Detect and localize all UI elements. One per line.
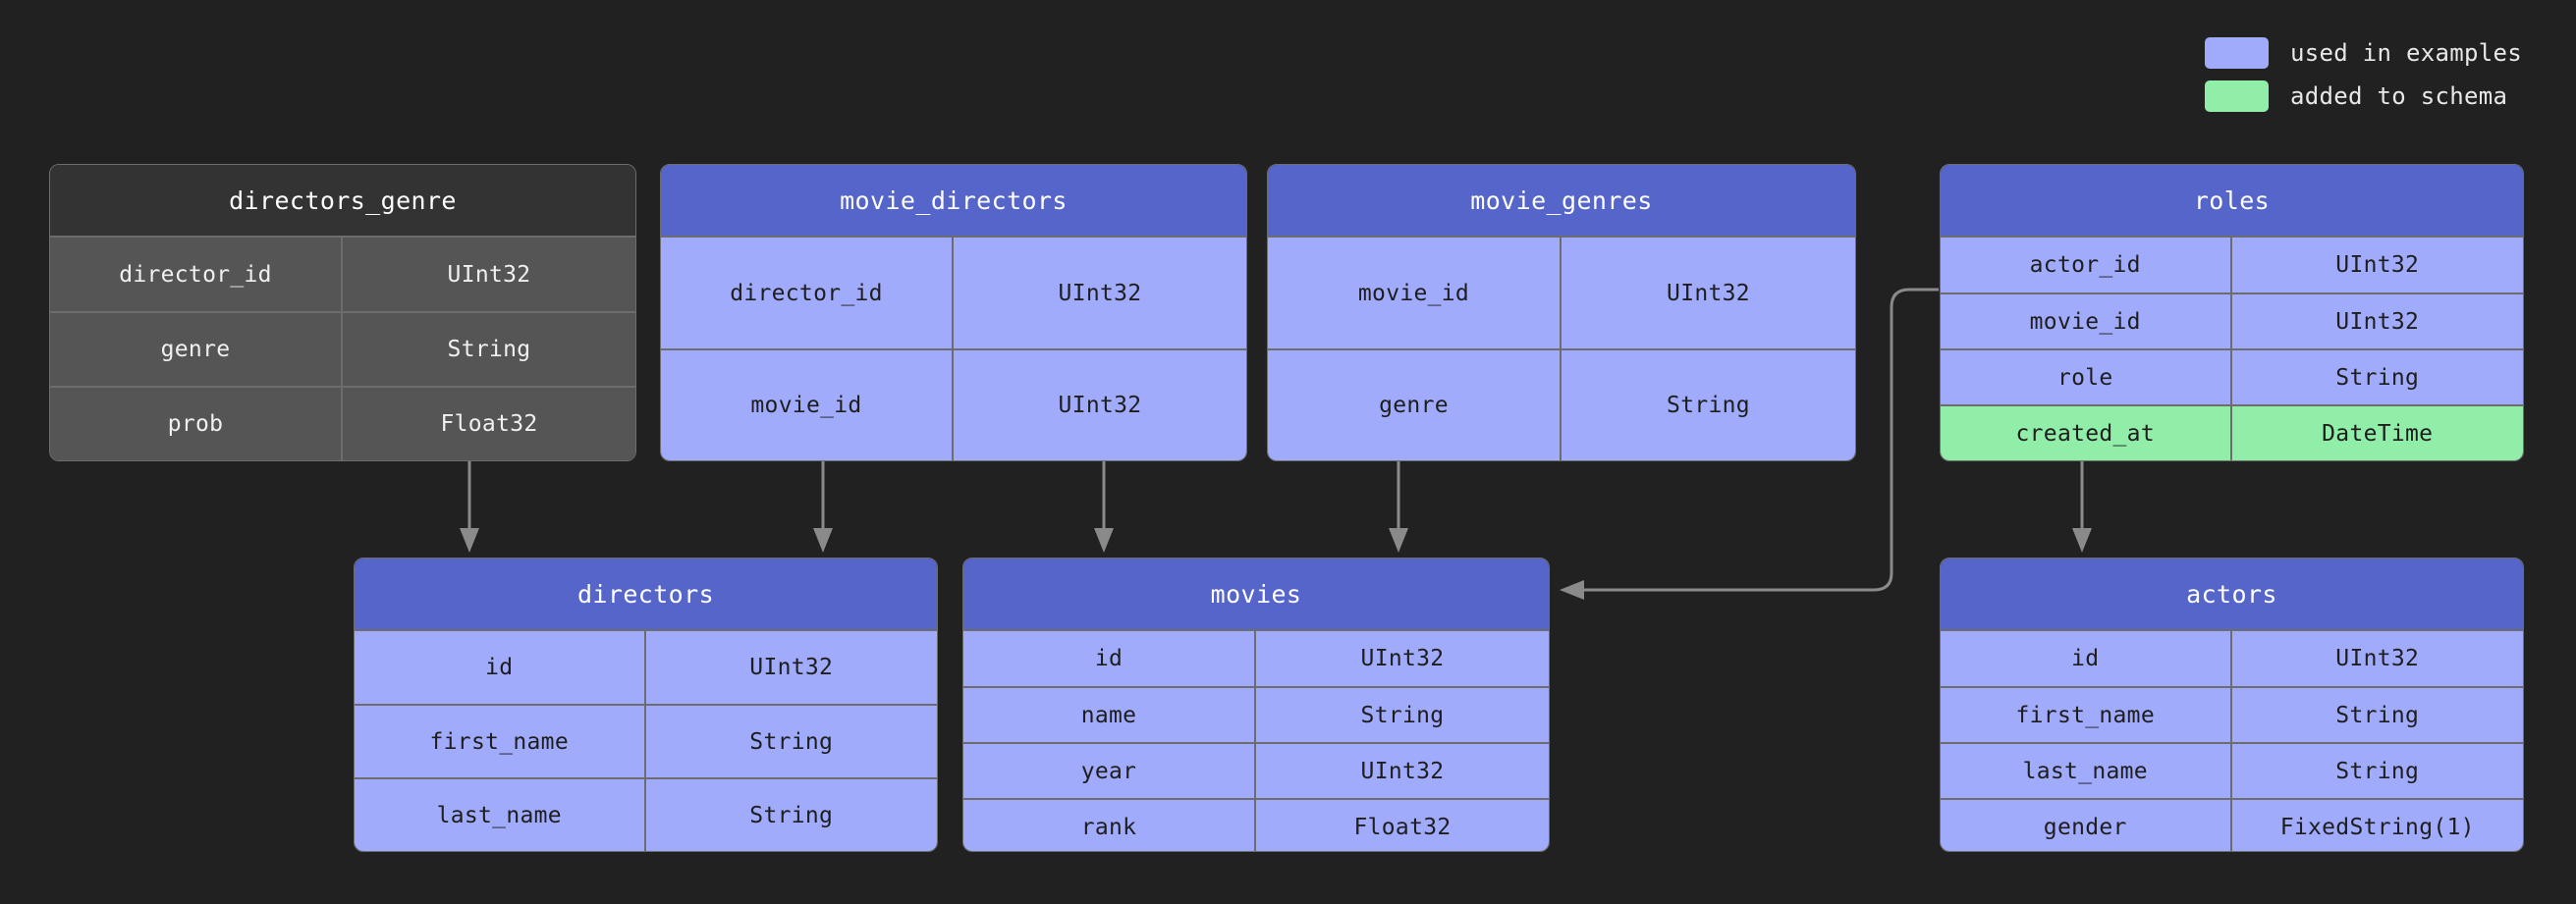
column-name: actor_id — [1941, 238, 2232, 292]
column-type: String — [2335, 702, 2420, 728]
column-type: UInt32 — [749, 655, 834, 680]
column-name: last_name — [1941, 744, 2232, 798]
column-name: role — [1941, 350, 2232, 404]
table-row[interactable]: director_id UInt32 — [50, 236, 635, 311]
column-name: id — [963, 631, 1256, 686]
column-type: UInt32 — [2335, 252, 2420, 278]
table-title: roles — [1941, 165, 2523, 236]
table-row[interactable]: id UInt32 — [355, 629, 937, 704]
connector-directors_genre-directors — [460, 461, 479, 553]
column-type: String — [2335, 758, 2420, 784]
table-row[interactable]: genre String — [50, 311, 635, 386]
table-title: movies — [963, 558, 1549, 629]
column-name: year — [963, 744, 1256, 798]
table-row[interactable]: movie_id UInt32 — [1941, 292, 2523, 348]
column-name: first_name — [355, 706, 646, 777]
legend-label: used in examples — [2290, 39, 2522, 67]
table-title: directors — [355, 558, 937, 629]
column-name: movie_id — [1941, 294, 2232, 348]
table-title: actors — [1941, 558, 2523, 629]
table-row[interactable]: first_name String — [355, 704, 937, 777]
table-row[interactable]: first_name String — [1941, 686, 2523, 742]
column-type: String — [447, 337, 531, 362]
column-type: Float32 — [1353, 814, 1452, 840]
table-row[interactable]: id UInt32 — [1941, 629, 2523, 686]
column-name: id — [355, 631, 646, 704]
color-swatch-icon — [2205, 80, 2269, 112]
connector-movie_directors-directors — [813, 461, 833, 553]
column-name: last_name — [355, 779, 646, 851]
table-row[interactable]: movie_id UInt32 — [1268, 236, 1855, 348]
table-row[interactable]: movie_id UInt32 — [661, 348, 1246, 460]
table-row[interactable]: director_id UInt32 — [661, 236, 1246, 348]
column-name: director_id — [661, 238, 954, 348]
table-title: directors_genre — [50, 165, 635, 236]
table-movie_directors[interactable]: movie_directors director_id UInt32 movie… — [660, 164, 1247, 461]
column-type: DateTime — [2322, 420, 2434, 447]
connector-roles-actors — [2072, 461, 2092, 553]
table-movie_genres[interactable]: movie_genres movie_id UInt32 genre Strin… — [1267, 164, 1856, 461]
column-type: UInt32 — [447, 261, 531, 288]
column-type: Float32 — [440, 411, 538, 437]
table-row[interactable]: id UInt32 — [963, 629, 1549, 686]
table-row[interactable]: rank Float32 — [963, 798, 1549, 851]
table-roles[interactable]: roles actor_id UInt32 movie_id UInt32 ro… — [1940, 164, 2524, 461]
column-type: UInt32 — [1360, 646, 1445, 671]
connector-movie_genres-movies — [1389, 461, 1408, 553]
column-name: movie_id — [1268, 238, 1562, 348]
table-actors[interactable]: actors id UInt32 first_name String last_… — [1940, 558, 2524, 852]
column-name: genre — [1268, 350, 1562, 460]
column-type: String — [1667, 393, 1750, 418]
column-type: String — [749, 728, 834, 755]
table-directors[interactable]: directors id UInt32 first_name String la… — [354, 558, 938, 852]
connector-movie_directors-movies — [1094, 461, 1114, 553]
column-type: FixedString(1) — [2279, 814, 2475, 840]
column-type: String — [1360, 702, 1445, 728]
column-name: gender — [1941, 800, 2232, 851]
table-row[interactable]: last_name String — [1941, 742, 2523, 798]
table-row[interactable]: gender FixedString(1) — [1941, 798, 2523, 851]
legend-item-used-in-examples: used in examples — [2205, 37, 2522, 69]
column-name: created_at — [1941, 406, 2232, 460]
column-type: UInt32 — [1058, 393, 1142, 418]
table-row[interactable]: actor_id UInt32 — [1941, 236, 2523, 292]
column-name: first_name — [1941, 688, 2232, 742]
table-row[interactable]: genre String — [1268, 348, 1855, 460]
color-swatch-icon — [2205, 37, 2269, 69]
table-row[interactable]: prob Float32 — [50, 386, 635, 460]
table-directors_genre[interactable]: directors_genre director_id UInt32 genre… — [49, 164, 636, 461]
column-name: rank — [963, 800, 1256, 851]
legend-item-added-to-schema: added to schema — [2205, 80, 2522, 112]
column-type: UInt32 — [1360, 758, 1445, 784]
table-row[interactable]: name String — [963, 686, 1549, 742]
column-type: UInt32 — [1058, 280, 1142, 306]
table-row-highlighted[interactable]: created_at DateTime — [1941, 404, 2523, 460]
legend: used in examples added to schema — [2205, 37, 2522, 112]
table-movies[interactable]: movies id UInt32 name String year UInt32… — [962, 558, 1550, 852]
column-name: movie_id — [661, 350, 954, 460]
column-name: genre — [50, 313, 343, 386]
column-name: prob — [50, 388, 343, 460]
table-row[interactable]: last_name String — [355, 777, 937, 851]
column-name: id — [1941, 631, 2232, 686]
table-row[interactable]: role String — [1941, 348, 2523, 404]
column-type: UInt32 — [2335, 646, 2420, 671]
column-name: name — [963, 688, 1256, 742]
column-type: String — [2335, 364, 2420, 391]
table-row[interactable]: year UInt32 — [963, 742, 1549, 798]
column-type: UInt32 — [2335, 308, 2420, 335]
column-type: UInt32 — [1667, 280, 1750, 306]
legend-label: added to schema — [2290, 82, 2508, 110]
table-title: movie_directors — [661, 165, 1246, 236]
column-name: director_id — [50, 238, 343, 311]
table-title: movie_genres — [1268, 165, 1855, 236]
column-type: String — [749, 802, 834, 828]
